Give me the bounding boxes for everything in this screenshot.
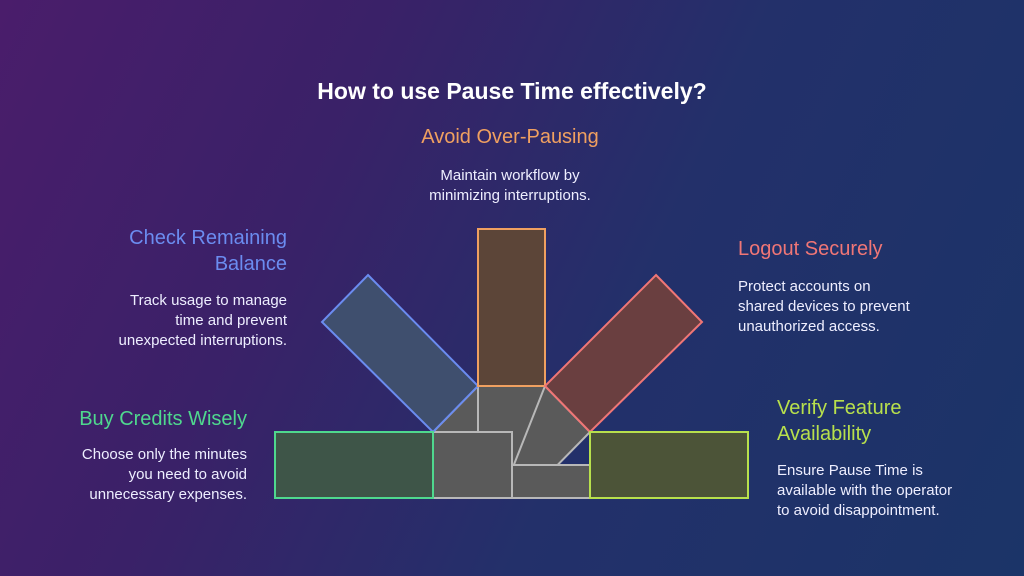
item-heading: Check Remaining — [129, 227, 287, 249]
item-heading: Availability — [777, 423, 872, 445]
page-title: How to use Pause Time effectively? — [317, 78, 707, 104]
item-desc: unauthorized access. — [738, 318, 880, 335]
red-bar — [543, 273, 704, 434]
item-buy-credits: Buy Credits Wisely Choose only the minut… — [0, 408, 247, 505]
item-heading: Avoid Over-Pausing — [421, 126, 599, 148]
item-heading: Verify Feature — [777, 397, 902, 419]
orange-bar — [477, 228, 546, 387]
blue-bar — [320, 273, 480, 434]
item-desc: shared devices to prevent — [738, 298, 910, 315]
item-desc: you need to avoid — [128, 466, 247, 483]
item-desc: Maintain workflow by — [440, 167, 580, 184]
item-logout-securely: Logout Securely Protect accounts on shar… — [738, 238, 1018, 337]
item-desc: time and prevent — [175, 312, 287, 329]
green-bar — [274, 431, 434, 499]
yellow-green-bar — [589, 431, 749, 499]
item-desc: unnecessary expenses. — [89, 486, 247, 503]
item-check-balance: Check Remaining Balance Track usage to m… — [0, 225, 287, 351]
item-desc: Track usage to manage — [129, 292, 287, 309]
item-heading: Buy Credits Wisely — [79, 408, 247, 430]
item-desc: Ensure Pause Time is — [777, 462, 923, 479]
item-desc: Choose only the minutes — [81, 446, 247, 463]
hub-block-bottom-left — [432, 431, 513, 499]
item-desc: to avoid disappointment. — [777, 502, 940, 519]
item-heading: Logout Securely — [738, 238, 883, 260]
item-desc: available with the operator — [777, 482, 953, 499]
item-heading: Balance — [214, 253, 287, 275]
item-avoid-over-pausing: Avoid Over-Pausing Maintain workflow by … — [380, 126, 640, 206]
hub-block-bottom-right — [511, 464, 591, 499]
item-desc: minimizing interruptions. — [429, 187, 591, 204]
item-verify-feature: Verify Feature Availability Ensure Pause… — [777, 395, 1017, 521]
item-desc: Protect accounts on — [738, 278, 871, 295]
item-desc: unexpected interruptions. — [118, 332, 287, 349]
